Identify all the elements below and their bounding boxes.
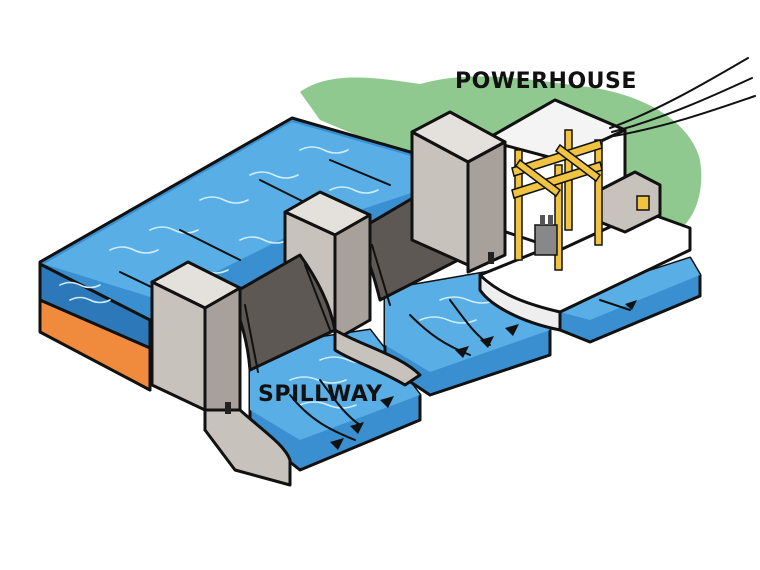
flow-arrow-icon	[380, 396, 394, 408]
flow-arrow-icon	[350, 422, 364, 434]
flow-arrow-icon	[505, 324, 519, 336]
dam-pier-left	[150, 260, 292, 487]
dam-pier-right	[410, 110, 507, 274]
flow-arrow-icon	[455, 346, 469, 358]
transformer-icon	[534, 215, 558, 256]
gantry-frame	[511, 129, 603, 271]
flow-arrow-icon	[480, 336, 494, 348]
powerhouse-label: POWERHOUSE	[455, 69, 637, 94]
reservoir	[38, 116, 440, 392]
powerhouse	[478, 57, 756, 332]
flow-arrow-icon	[625, 300, 637, 310]
flow-arrow-icon	[330, 438, 344, 450]
flow-arrows	[330, 300, 637, 450]
transmission-lines-icon	[609, 57, 756, 137]
spillway-label: SPILLWAY	[258, 382, 383, 407]
